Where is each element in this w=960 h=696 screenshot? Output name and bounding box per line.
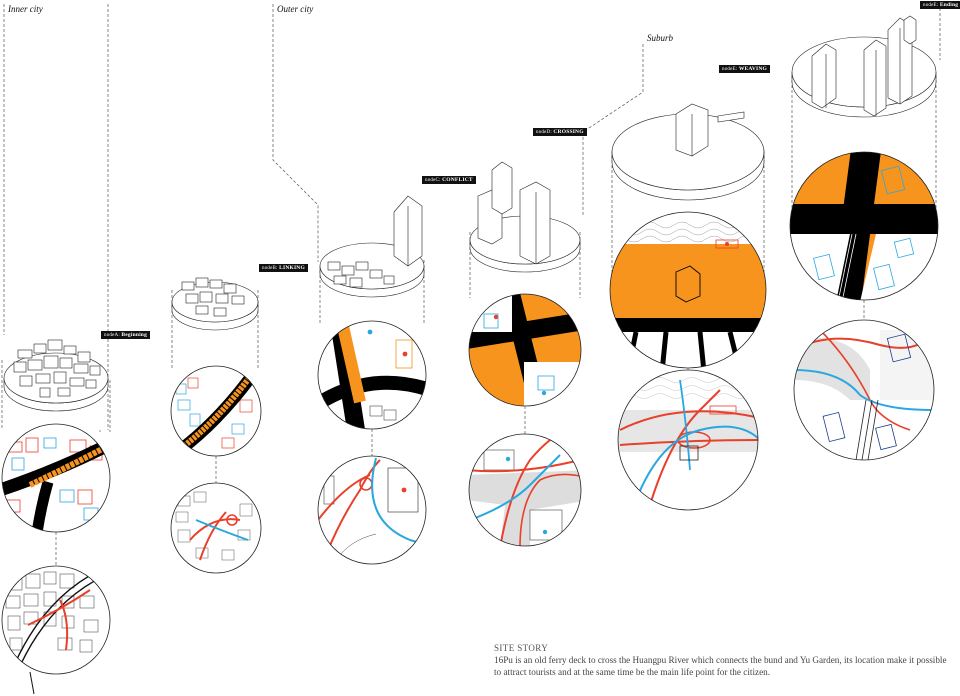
node-f-model [791,15,937,118]
node-d-plan [469,294,581,406]
node-tag-b-name: LINKING [279,265,305,271]
node-a-model [3,339,109,412]
node-c-paths [318,456,426,564]
node-f-paths [794,320,934,460]
node-f-plan [790,152,938,300]
node-tag-d-prefix: nodeD: [536,130,552,135]
node-tag-c-name: CONFLICT [442,177,473,183]
node-b-paths [171,483,261,573]
node-tag-c: nodeC: CONFLICT [422,176,476,184]
node-tag-d: nodeD: CROSSING [533,128,587,136]
node-e-model [611,103,765,201]
node-a-paths [2,566,110,674]
node-e-paths [618,370,758,510]
zone-label-suburb: Suburb [647,33,674,43]
node-a-plan [2,424,110,532]
zone-label-inner-city: Inner city [8,4,43,14]
node-d-model [469,161,581,273]
node-b-plan [171,366,261,456]
node-tag-a: nodeA: Beginning [101,331,151,339]
site-story-title: SITE STORY [494,643,549,653]
node-tag-e-prefix: nodeE: [722,67,738,72]
zone-label-outer-city: Outer city [277,4,314,14]
node-d-paths [469,434,581,546]
node-tag-c-prefix: nodeC: [425,178,441,183]
node-tag-a-prefix: nodeA: [104,333,120,338]
node-tag-e: nodeE: WEAVING [719,65,771,73]
node-tag-f: nodeE: Ending [920,1,960,9]
node-c-model [319,195,425,298]
node-tag-d-name: CROSSING [553,129,584,135]
site-story-text: 16Pu is an old ferry deck to cross the H… [494,655,947,677]
node-tag-e-name: WEAVING [738,66,768,72]
node-tag-a-name: Beginning [121,332,148,338]
zone-dividers [1,4,941,566]
node-tag-f-prefix: nodeE: [923,3,939,8]
site-story: SITE STORY 16Pu is an old ferry deck to … [494,642,954,678]
node-e-plan [610,212,766,368]
node-c-plan [318,321,426,429]
node-tag-b: nodeB: LINKING [259,264,308,272]
node-b-model [171,277,259,331]
node-tag-b-prefix: nodeB: [262,266,278,271]
node-tag-f-name: Ending [939,2,959,8]
